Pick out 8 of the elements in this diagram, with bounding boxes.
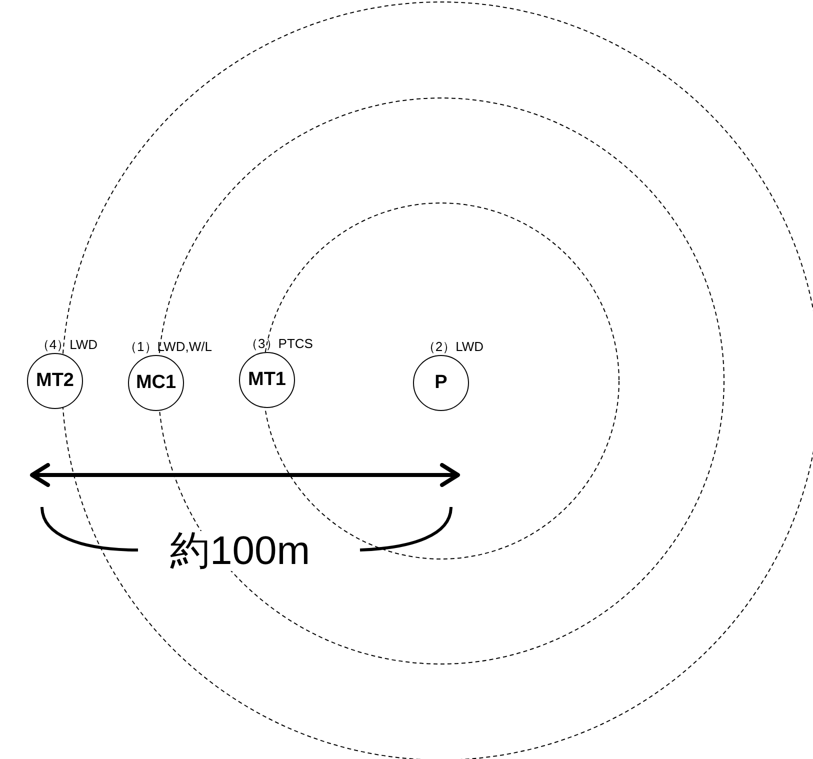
- station-label: （2）LWD: [422, 338, 484, 356]
- station-label: （3）PTCS: [245, 335, 313, 353]
- station-circle: MT2: [27, 353, 83, 409]
- station-label: （1）LWD,W/L: [124, 338, 212, 356]
- station-circle: MC1: [128, 355, 184, 411]
- station-circle: MT1: [239, 352, 295, 408]
- station-label: （4）LWD: [36, 336, 98, 354]
- station-circle: P: [413, 355, 469, 411]
